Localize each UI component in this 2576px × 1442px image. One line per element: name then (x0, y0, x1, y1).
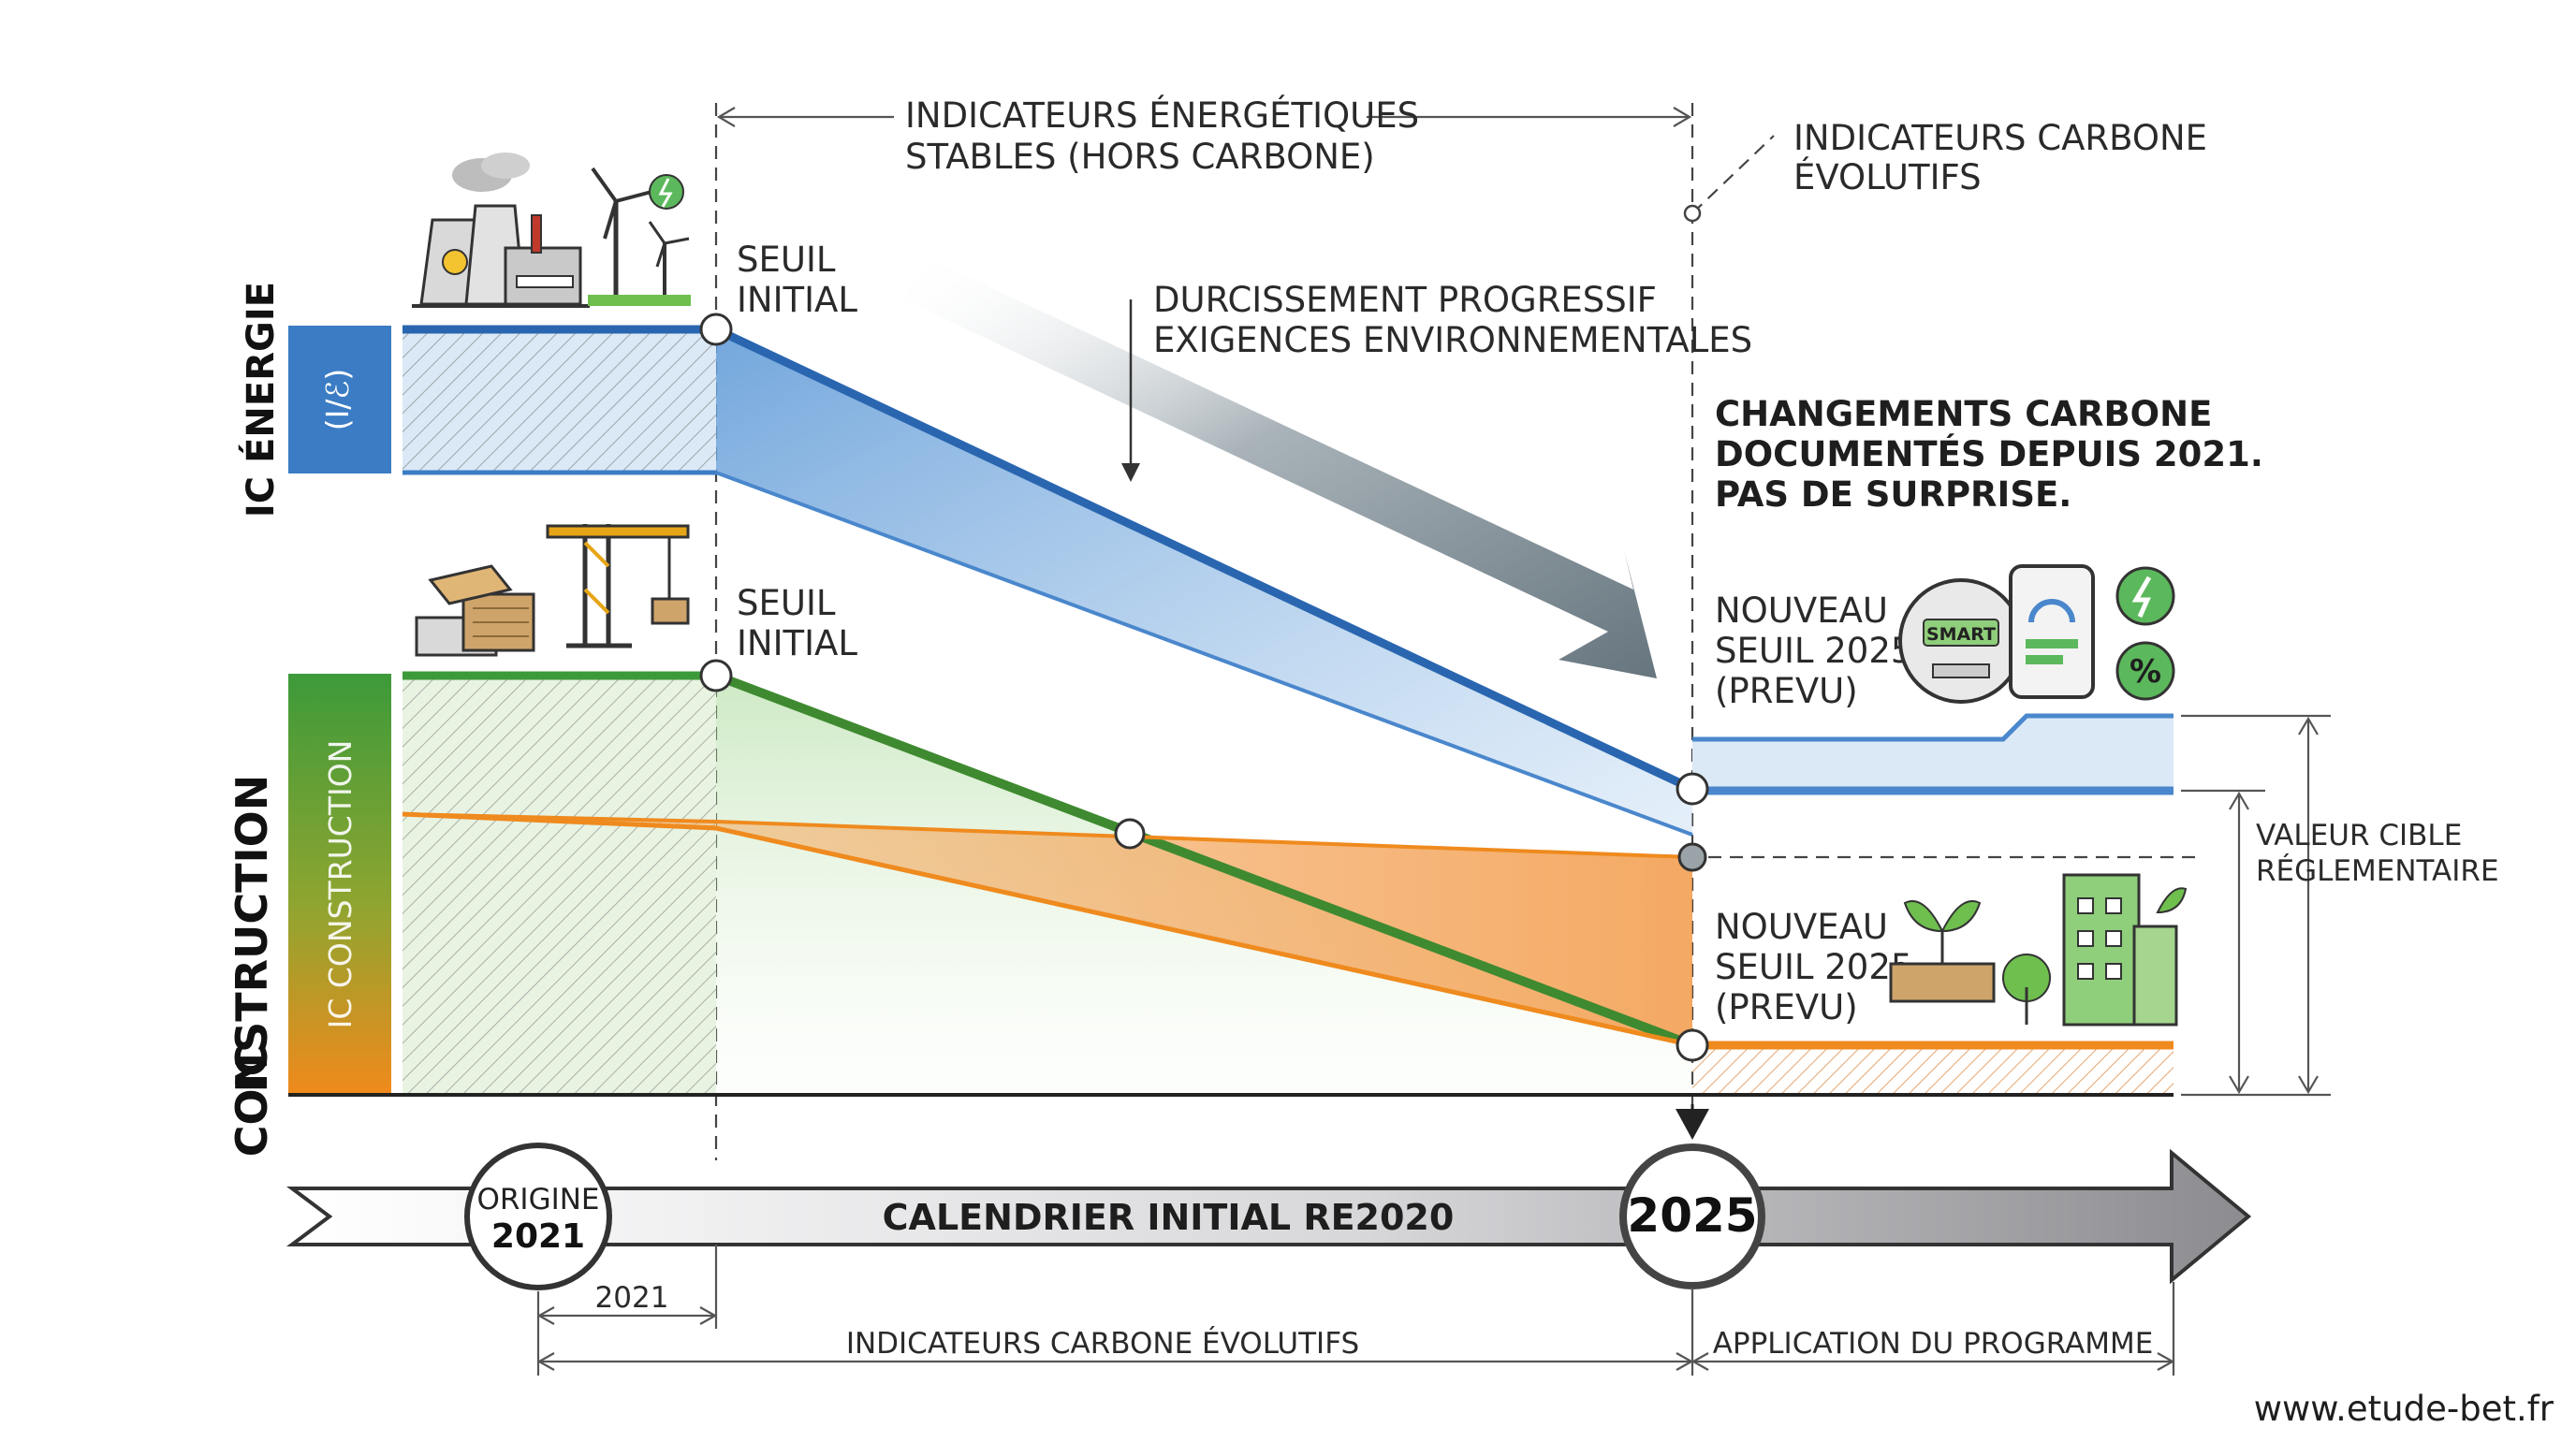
timeline-2025-marker (1676, 1109, 1709, 1140)
stable-label-line2: STABLES (HORS CARBONE) (905, 137, 1375, 177)
new-construction-line1: NOUVEAU (1715, 907, 1888, 947)
trend-line1: DURCISSEMENT PROGRESSIF (1153, 280, 1657, 320)
stable-indicators-dimension: INDICATEURS ÉNERGÉTIQUES STABLES (HORS C… (716, 95, 1692, 177)
evolving-label-line2: ÉVOLUTIFS (1793, 156, 1982, 197)
evolving-label-line1: INDICATEURS CARBONE (1793, 118, 2207, 158)
wood-materials-icon (415, 564, 535, 657)
timeline-arrow (286, 1148, 2252, 1285)
energy-seuil-line1: SEUIL (737, 240, 836, 280)
end-year: 2025 (1627, 1188, 1757, 1243)
new-energy-line1: NOUVEAU (1715, 590, 1888, 631)
construction-axis-label: CONSTRUCTION (227, 775, 277, 1158)
notice-line2: DOCUMENTÉS DEPUIS 2021. (1715, 433, 2263, 474)
energy-seuil-line2: INITIAL (737, 280, 857, 320)
energy-2025-point (1676, 772, 1709, 806)
percent-icon: % (2115, 641, 2175, 701)
energy-axis-label: IC ÉNERGIE (238, 282, 283, 517)
construction-green-line (714, 671, 1694, 1050)
construction-color-bar (288, 674, 391, 1095)
timeline: CALENDRIER INITIAL RE2020 ORIGINE 2021 2… (286, 1104, 2252, 1290)
construction-inner-label: IC CONSTRUCTION (322, 740, 359, 1029)
construction-axis-ic: IC (227, 1045, 277, 1093)
wind-turbine-icon (588, 167, 691, 306)
bottom-dimensions: 2021 INDICATEURS CARBONE ÉVOLUTIFS APPLI… (536, 1245, 2175, 1376)
energy-section: (I/ℰ) IC ÉNERGIE SEUIL INITIAL (238, 240, 1694, 837)
tightening-trend-arrow (903, 257, 1657, 678)
energy-reduction-band (716, 328, 1692, 835)
lightning-icon (2115, 566, 2175, 626)
construction-seuil-line2: INITIAL (737, 623, 857, 663)
new-energy-line2: SEUIL 2025 (1715, 631, 1912, 671)
origin-year: 2021 (491, 1217, 585, 1256)
trend-line2: EXIGENCES ENVIRONNEMENTALES (1153, 320, 1752, 360)
construction-2025-point (1676, 1028, 1709, 1062)
end-circle (1619, 1143, 1765, 1289)
watermark[interactable]: www.etude-bet.fr (2254, 1389, 2554, 1429)
span-2021: 2021 (595, 1281, 669, 1315)
crane-icon (546, 524, 690, 648)
origin-circle (464, 1143, 612, 1290)
notice-line1: CHANGEMENTS CARBONE (1715, 394, 2212, 434)
energy-lower-line (715, 471, 1693, 837)
notice-line3: PAS DE SURPRISE. (1715, 474, 2071, 515)
origin-label: ORIGINE (476, 1183, 599, 1216)
eco-building-icon (1889, 873, 2188, 1027)
energy-color-bar (288, 326, 391, 473)
construction-section: IC CONSTRUCTION CONSTRUCTION IC SEUIL IN… (227, 583, 2174, 1157)
target-point (1677, 842, 1707, 872)
trend-label: DURCISSEMENT PROGRESSIF EXIGENCES ENVIRO… (1121, 280, 1752, 482)
carbon-notice: CHANGEMENTS CARBONE DOCUMENTÉS DEPUIS 20… (1715, 394, 2263, 515)
energy-seuil-point (699, 313, 733, 346)
construction-carbon-band (402, 814, 1692, 1045)
construction-seuil-line1: SEUIL (737, 583, 836, 623)
crossing-point (1114, 818, 1146, 850)
energy-unit: (I/ℰ) (319, 369, 356, 431)
new-construction-line2: SEUIL 2025 (1715, 947, 1912, 987)
power-plant-icon (412, 153, 590, 308)
target-line2: RÉGLEMENTAIRE (2256, 854, 2499, 888)
target-line1: VALEUR CIBLE (2256, 819, 2462, 852)
timeline-title: CALENDRIER INITIAL RE2020 (883, 1197, 1455, 1238)
new-energy-threshold: NOUVEAU SEUIL 2025 (PREVU) (1676, 590, 2202, 872)
stable-label-line1: INDICATEURS ÉNERGÉTIQUES (905, 95, 1419, 136)
span-carbon: INDICATEURS CARBONE ÉVOLUTIFS (846, 1327, 1359, 1361)
smartphone-icon (2009, 564, 2095, 699)
new-energy-line3: (PREVU) (1715, 671, 1858, 711)
energy-upper-line (714, 325, 1694, 794)
svg-text:%: % (2130, 653, 2161, 691)
meter-text: SMART (1926, 624, 1996, 645)
new-construction-line3: (PREVU) (1715, 987, 1858, 1027)
smart-meter-icon: SMART (1898, 578, 2024, 704)
evolving-indicators-callout: INDICATEURS CARBONE ÉVOLUTIFS (1683, 118, 2207, 223)
construction-seuil-point (699, 659, 733, 692)
construction-orange-lower (402, 811, 1693, 1048)
span-application: APPLICATION DU PROGRAMME (1713, 1327, 2154, 1361)
new-construction-threshold: NOUVEAU SEUIL 2025 (PREVU) (1676, 907, 1912, 1062)
target-value-dimension: VALEUR CIBLE RÉGLEMENTAIRE (2181, 714, 2499, 1097)
